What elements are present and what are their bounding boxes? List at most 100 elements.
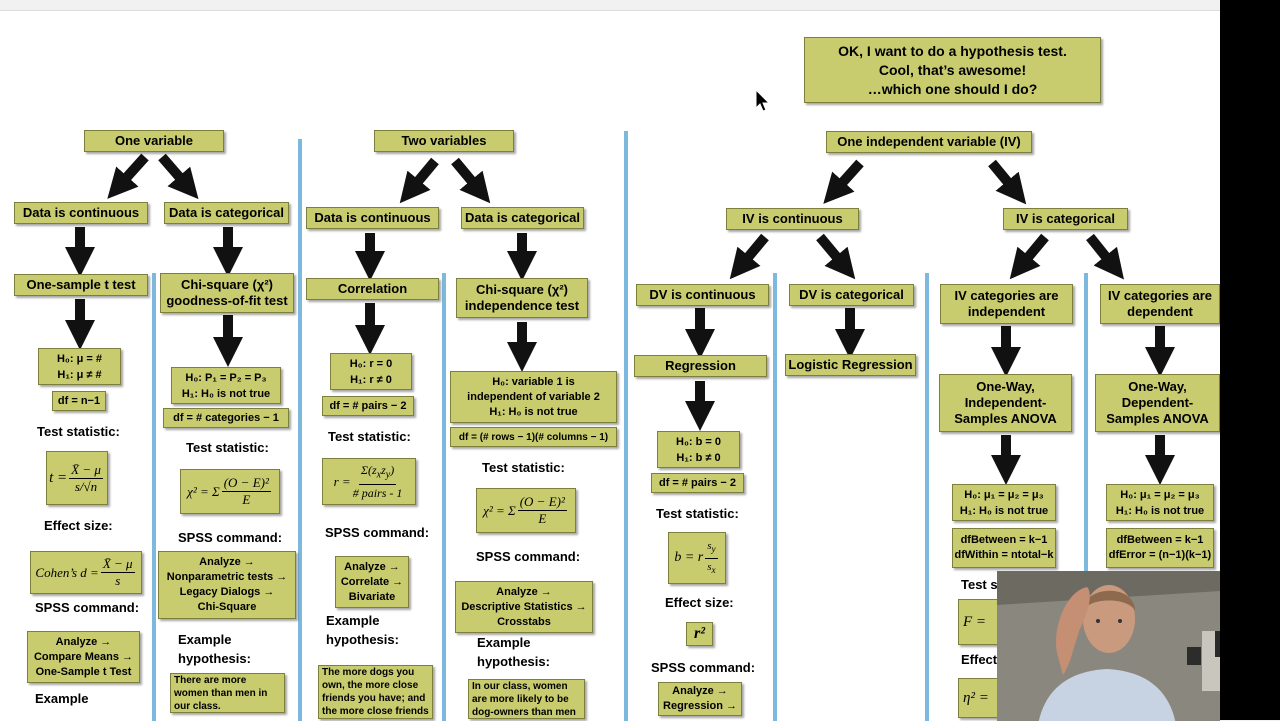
t-test-cmd-3: One-Sample t Test: [35, 665, 132, 678]
anova-ind-df1: dfBetween = k−1: [960, 534, 1048, 546]
chi-square-gof-test: Chi-square (χ²) goodness-of-fit test: [160, 273, 294, 313]
mouse-cursor-icon: [755, 89, 771, 112]
dv-categorical: DV is categorical: [789, 284, 914, 306]
corr-cmd-2: Correlate →: [340, 575, 404, 588]
chi-square-independence-test: Chi-square (χ²) independence test: [456, 278, 588, 318]
anova-ind-h1: H₁: H₀ is not true: [959, 504, 1049, 517]
arrows-layer: [65, 153, 1175, 486]
chi-ind-cmd-2: Descriptive Statistics →: [461, 600, 587, 613]
t-test-effect-label: Effect size:: [44, 518, 113, 533]
anova-ind-df2: dfWithin = ntotal−k: [954, 549, 1054, 561]
chi-gof-stat-label: Test statistic:: [186, 440, 269, 455]
chi-ind-line1: Chi-square (χ²): [476, 282, 568, 297]
chi-ind-example-label: Example: [477, 635, 531, 650]
divider-sub-4: [925, 273, 929, 721]
divider-sub-5: [1084, 273, 1088, 721]
reg-spss-label: SPSS command:: [651, 660, 756, 675]
chi-ind-hypotheses: H₀: variable 1 is independent of variabl…: [450, 371, 617, 423]
chi-ind-stat-label: Test statistic:: [482, 460, 565, 475]
anova-ind-line3: Samples ANOVA: [954, 411, 1057, 426]
chi-gof-example-label: Example: [178, 632, 232, 647]
two-variables-header: Two variables: [374, 130, 514, 152]
anova-dependent-box: One-Way, Dependent- Samples ANOVA: [1095, 374, 1220, 432]
right-black-bar: [1220, 0, 1280, 720]
chi-ind-df: df = (# rows − 1)(# columns − 1): [450, 427, 617, 447]
t-test-cmd-1: Analyze →: [55, 635, 112, 648]
anova-dep-df2: dfError = (n−1)(k−1): [1108, 549, 1212, 561]
one-var-continuous: Data is continuous: [14, 202, 148, 224]
chi-ind-spss-label: SPSS command:: [476, 549, 581, 564]
webcam-video: [997, 571, 1220, 721]
chi-gof-line2: goodness-of-fit test: [166, 293, 288, 308]
one-sample-t-test: One-sample t test: [14, 274, 148, 296]
one-variable-header: One variable: [84, 130, 224, 152]
anova-ind-line2: Independent-: [964, 395, 1047, 410]
anova-ind-stat-label: Test st: [961, 577, 1002, 592]
t-test-spss-command: Analyze → Compare Means → One-Sample t T…: [27, 631, 140, 683]
anova-dep-df1: dfBetween = k−1: [1116, 534, 1204, 546]
iv-independent: IV categories are independent: [940, 284, 1073, 324]
anova-dep-line1: One-Way,: [1128, 379, 1187, 394]
corr-df: df = # pairs − 2: [322, 396, 414, 416]
one-iv-header: One independent variable (IV): [826, 131, 1032, 153]
regression-box: Regression: [634, 355, 767, 377]
chi-ind-example-hypothesis: In our class, women are more likely to b…: [468, 679, 585, 719]
chi-gof-line1: Chi-square (χ²): [181, 277, 273, 292]
reg-stat-label: Test statistic:: [656, 506, 739, 521]
anova-ind-h0: H₀: μ₁ = μ₂ = μ₃: [964, 488, 1044, 501]
chi-gof-h0: H₀: P₁ = P₂ = P₃: [185, 371, 267, 384]
chi-gof-spss-label: SPSS command:: [178, 530, 283, 545]
dv-continuous: DV is continuous: [636, 284, 769, 306]
presenter-video-image: [997, 571, 1220, 721]
cohens-d-label: Cohen’s d =: [35, 564, 99, 580]
anova-ind-effect-label: Effect: [961, 652, 998, 667]
title-line-3: …which one should I do?: [867, 80, 1038, 97]
t-test-spss-label: SPSS command:: [35, 600, 140, 615]
anova-ind-df: dfBetween = k−1 dfWithin = ntotal−k: [952, 528, 1056, 568]
reg-hypotheses: H₀: b = 0 H₁: b ≠ 0: [657, 431, 740, 468]
chi-gof-hyp-label: hypothesis:: [178, 651, 251, 666]
chi-gof-cmd-2: Nonparametric tests →: [166, 571, 288, 583]
chi-gof-h1: H₁: H₀ is not true: [181, 387, 271, 400]
title-line-1: OK, I want to do a hypothesis test.: [838, 42, 1067, 59]
t-test-stat-label: Test statistic:: [37, 424, 120, 439]
chi-ind-line2: independence test: [464, 298, 580, 313]
anova-dep-line2: Dependent-: [1121, 395, 1194, 410]
anova-dep-hypotheses: H₀: μ₁ = μ₂ = μ₃ H₁: H₀ is not true: [1106, 484, 1214, 521]
corr-spss-label: SPSS command:: [325, 525, 430, 540]
reg-cmd-2: Regression →: [663, 700, 737, 712]
corr-example-hypothesis: The more dogs you own, the more close fr…: [318, 665, 433, 719]
iv-ind-line1: IV categories are: [954, 288, 1059, 303]
t-test-cmd-2: Compare Means →: [33, 650, 134, 663]
chi-gof-spss-command: Analyze → Nonparametric tests → Legacy D…: [158, 551, 296, 619]
chi-gof-hypotheses: H₀: P₁ = P₂ = P₃ H₁: H₀ is not true: [171, 367, 281, 404]
reg-effect-label: Effect size:: [665, 595, 734, 610]
chi-ind-h0: H₀: variable 1 is independent of variabl…: [467, 375, 600, 403]
r-squared-formula: r²: [686, 622, 713, 646]
corr-stat-label: Test statistic:: [328, 429, 411, 444]
logistic-regression-box: Logistic Regression: [785, 354, 916, 376]
divider-1: [298, 139, 302, 721]
chi-gof-cmd-4: Chi-Square: [197, 601, 257, 613]
anova-independent-box: One-Way, Independent- Samples ANOVA: [939, 374, 1072, 432]
t-test-example-label: Example: [35, 691, 89, 706]
t-test-hypotheses: H₀: μ = # H₁: μ ≠ #: [38, 348, 121, 385]
title-box: OK, I want to do a hypothesis test. Cool…: [804, 37, 1101, 103]
anova-ind-line1: One-Way,: [976, 379, 1035, 394]
chi-ind-h1: H₁: H₀ is not true: [489, 405, 578, 418]
title-line-2: Cool, that’s awesome!: [878, 61, 1027, 78]
chi-gof-example-hypothesis: There are more women than men in our cla…: [170, 673, 285, 713]
corr-cmd-1: Analyze →: [344, 560, 400, 573]
corr-hyp-label: hypothesis:: [326, 632, 399, 647]
t-test-df: df = n−1: [52, 391, 106, 411]
iv-ind-line2: independent: [967, 304, 1046, 319]
corr-cmd-3: Bivariate: [348, 590, 396, 603]
divider-2: [624, 131, 628, 721]
anova-ind-hypotheses: H₀: μ₁ = μ₂ = μ₃ H₁: H₀ is not true: [952, 484, 1056, 521]
divider-sub-3: [773, 273, 777, 721]
chi-gof-df: df = # categories − 1: [163, 408, 289, 428]
corr-formula: r = Σ(zxzy)# pairs - 1: [322, 458, 416, 505]
